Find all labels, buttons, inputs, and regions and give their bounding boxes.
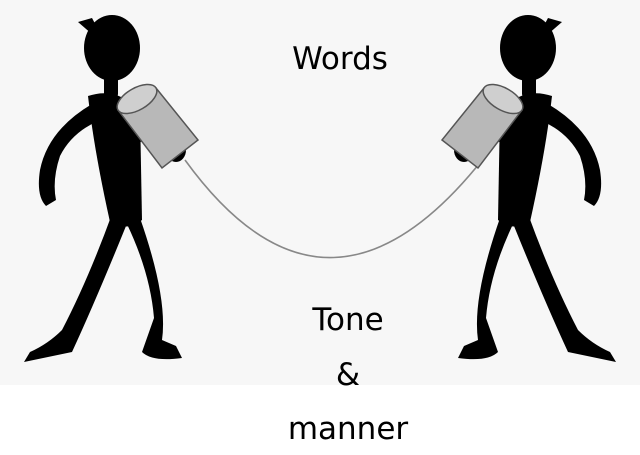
manner-label: manner (287, 411, 409, 447)
words-label: Words (292, 41, 388, 77)
right-tin-can (440, 83, 524, 170)
tin-can-string (184, 149, 491, 259)
left-tin-can (116, 83, 200, 170)
ampersand-label: & (335, 357, 361, 393)
tone-label: Tone (312, 302, 384, 338)
